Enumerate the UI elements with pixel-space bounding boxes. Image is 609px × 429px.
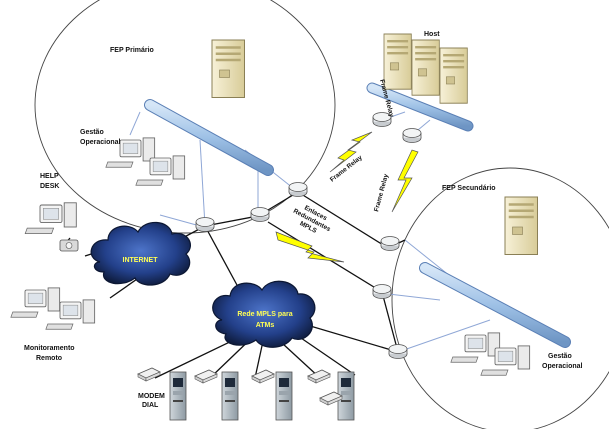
gestao-left-label-1: Gestão (80, 129, 104, 136)
lan-bus-secondary (419, 262, 571, 348)
monitoramento-label-2: Remoto (36, 355, 62, 362)
help-desk-label-2: DESK (40, 183, 59, 190)
fep-primario-label: FEP Primário (110, 47, 154, 54)
fep-secundario-server (504, 196, 539, 256)
internet-label: INTERNET (123, 257, 159, 264)
dark-links (59, 191, 406, 379)
lan-bus-primary (144, 99, 274, 176)
phone-icon (59, 239, 79, 252)
gestao-right-label-2: Operacional (542, 363, 583, 370)
monitoramento-label-1: Monitoramento (24, 345, 75, 352)
modem-1 (137, 367, 161, 382)
enlaces-mpls-bolt (275, 231, 345, 263)
fep-secundario-zone (391, 167, 609, 429)
atm-2 (221, 371, 239, 421)
host-label: Host (424, 31, 440, 38)
router-hub-left (195, 217, 215, 232)
router-hub-center (250, 207, 270, 222)
helpdesk-pc (24, 202, 77, 235)
gestao-right-label-1: Gestão (548, 353, 572, 360)
enlaces-label-group: Enlaces Redundantes MPLS (292, 205, 332, 236)
rede-mpls-label-2: ATMs (256, 322, 275, 329)
atm-3 (275, 371, 293, 421)
lan-bus-host (366, 82, 474, 132)
router-sec-1 (380, 236, 400, 251)
gestao-left-label-2: Operacional (80, 139, 121, 146)
router-fep-bus (288, 182, 308, 197)
router-host-2 (402, 128, 422, 143)
frame-relay-label-3: Frame Relay (373, 173, 390, 213)
internet-cloud: INTERNET (90, 221, 191, 286)
modem-dial-label-2: DIAL (142, 402, 159, 409)
atm-1 (169, 371, 187, 421)
frame-relay-bolt-2 (391, 149, 419, 213)
modem-3 (251, 369, 275, 384)
fep-secundario-label: FEP Secundário (442, 185, 496, 192)
mpls-cloud: Rede MPLS para ATMs (212, 280, 316, 348)
router-sec-3 (388, 344, 408, 359)
modem-2 (194, 369, 218, 384)
fep-primario-server (211, 39, 246, 99)
modem-dial-label-1: MODEM (138, 393, 165, 400)
frame-relay-bolt-1 (329, 131, 373, 173)
rede-mpls-label-1: Rede MPLS para (237, 311, 292, 318)
modem-4 (307, 369, 331, 384)
help-desk-label-1: HELP (40, 173, 59, 180)
monitor-pc-1 (10, 287, 61, 318)
router-sec-2 (372, 284, 392, 299)
fep-primario-zone (34, 0, 336, 234)
gestao-pc-right-1 (450, 332, 501, 363)
